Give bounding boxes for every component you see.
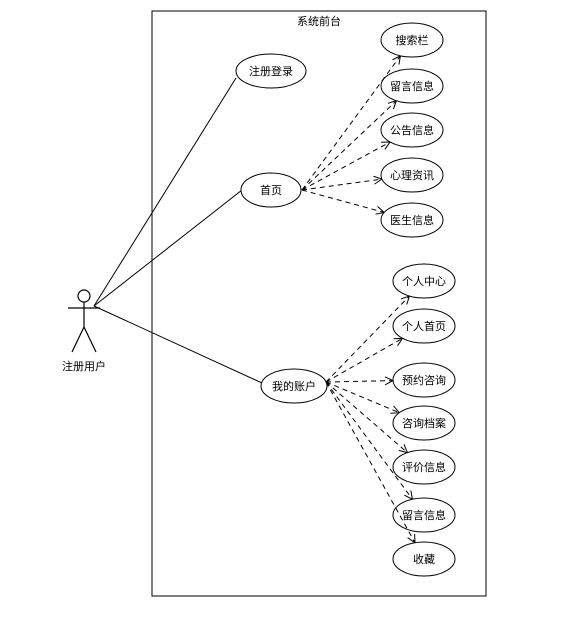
use-case-register-login-ellipse <box>235 53 307 89</box>
home-extension-use-case-label-2: 留言信息 <box>390 79 434 93</box>
account-extension-use-case-5 <box>392 449 456 485</box>
home-extension-use-case-3 <box>380 112 444 148</box>
actor-head <box>77 289 91 303</box>
account-extension-use-case-1 <box>392 263 456 299</box>
home-extension-dependency-line-2 <box>301 100 397 191</box>
assoc-home <box>93 189 243 307</box>
home-extension-dependency-line-4 <box>301 178 382 191</box>
use-case-home-label: 首页 <box>260 183 282 197</box>
home-extension-use-case-2 <box>380 68 444 104</box>
account-extension-use-case-label-6: 留言信息 <box>402 508 446 522</box>
use-case-my-account-ellipse <box>260 368 328 404</box>
account-extension-use-case-label-3: 预约咨询 <box>402 373 446 387</box>
account-extension-dependency-line-3 <box>325 380 394 383</box>
account-extension-dependency-line-6 <box>325 381 413 500</box>
actor-label: 注册用户 <box>62 359 106 373</box>
account-extension-dependency-line-7 <box>325 381 416 543</box>
home-extension-use-case-4 <box>380 157 444 193</box>
account-extension-arrowhead-6 <box>404 490 414 501</box>
account-extension-use-case-label-7: 收藏 <box>413 552 435 566</box>
account-extension-use-case-2 <box>392 308 456 344</box>
account-extension-arrowhead-4 <box>390 405 401 414</box>
home-extension-use-case-label-1: 搜索栏 <box>396 33 429 47</box>
account-extension-use-case-label-2: 个人首页 <box>402 319 446 333</box>
use-case-home-ellipse <box>240 172 302 208</box>
use-case-register-login-label: 注册登录 <box>249 64 293 78</box>
actor-left-leg <box>71 326 85 353</box>
home-extension-use-case-5 <box>380 202 444 238</box>
account-extension-dependency-line-2 <box>325 337 403 383</box>
account-extension-use-case-label-5: 评价信息 <box>402 460 446 474</box>
account-extension-use-case-6 <box>392 497 456 533</box>
use-case-home: 首页 <box>240 172 302 208</box>
home-extension-use-case-label-4: 心理资讯 <box>390 169 434 182</box>
account-extension-use-case-label-4: 咨询档案 <box>402 416 446 430</box>
account-extension-arrowhead-2 <box>393 337 404 346</box>
assoc-register-login <box>93 77 237 307</box>
home-extension-arrowhead-5 <box>375 206 386 215</box>
use-case-my-account-label: 我的账户 <box>272 379 316 393</box>
account-extension-use-case-4 <box>392 405 456 441</box>
account-extension-use-case-3 <box>392 362 456 398</box>
account-extension-dependency-line-1 <box>325 295 410 383</box>
system-title: 系统前台 <box>297 14 341 28</box>
account-extension-dependency-line-4 <box>325 381 400 414</box>
account-extension-arrowhead-3 <box>384 376 395 386</box>
home-extension-dependency-line-3 <box>301 141 391 191</box>
home-extension-dependency-line-5 <box>301 189 385 213</box>
home-extension-use-case-label-3: 公告信息 <box>390 123 434 137</box>
actor-right-leg <box>83 326 97 353</box>
account-extension-use-case-label-1: 个人中心 <box>402 275 446 288</box>
use-case-my-account: 我的账户 <box>260 368 328 404</box>
home-extension-use-case-1 <box>380 22 444 58</box>
assoc-my-account <box>93 305 263 384</box>
home-extension-use-case-label-5: 医生信息 <box>390 213 434 227</box>
system-boundary <box>151 10 487 597</box>
account-extension-use-case-7 <box>392 541 456 577</box>
use-case-register-login: 注册登录 <box>235 53 307 89</box>
actor-registered-user: 注册用户 <box>62 289 106 373</box>
